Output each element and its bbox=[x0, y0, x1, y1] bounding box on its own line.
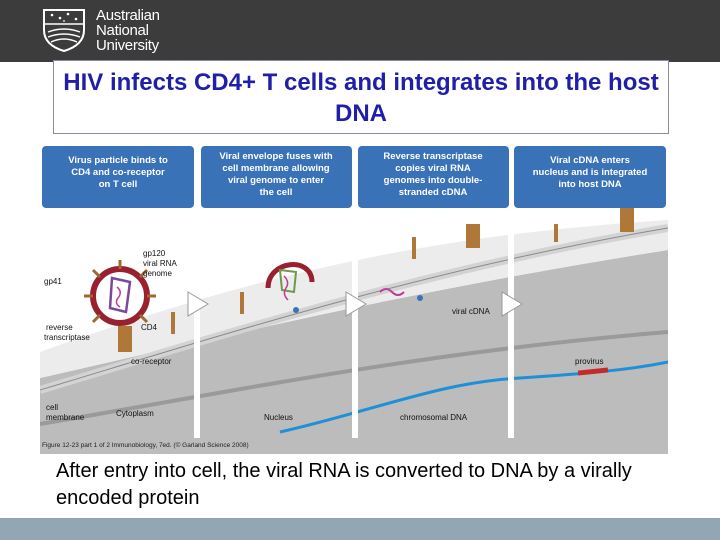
university-name-line-2: National bbox=[96, 22, 149, 39]
chromosomal-dna-label: chromosomal DNA bbox=[400, 413, 468, 422]
co-receptor-icon bbox=[118, 326, 132, 352]
panel-3-line-3: genomes into double- bbox=[384, 175, 483, 186]
hiv-virus-particle-icon bbox=[84, 260, 156, 326]
nucleus-label: Nucleus bbox=[264, 413, 293, 422]
cytoplasm-label: Cytoplasm bbox=[116, 409, 154, 418]
panel-2-line-1: Viral envelope fuses with bbox=[219, 151, 333, 162]
panel-2-line-4: the cell bbox=[260, 187, 293, 198]
university-name-line-1: Australian bbox=[96, 7, 160, 24]
university-name-line-3: University bbox=[96, 37, 159, 54]
cell-membrane-line bbox=[40, 227, 668, 391]
slide-caption: After entry into cell, the viral RNA is … bbox=[56, 460, 632, 509]
panel-divider-1 bbox=[187, 210, 209, 438]
provirus-segment bbox=[577, 367, 609, 376]
panel-header-4 bbox=[514, 146, 666, 208]
header-bar: Australian National University bbox=[0, 0, 720, 62]
panel-3-line-4: stranded cDNA bbox=[399, 187, 468, 198]
title-box: HIV infects CD4+ T cells and integrates … bbox=[53, 60, 669, 134]
co-receptor-label: co-receptor bbox=[131, 357, 172, 366]
panel-divider-2 bbox=[345, 210, 367, 438]
panel-2-line-3: viral genome to enter bbox=[228, 175, 324, 186]
cd4-receptor-icon bbox=[171, 312, 175, 334]
panel-3-line-1: Reverse transcriptase bbox=[383, 151, 482, 162]
panel-1-line-1: Virus particle binds to bbox=[68, 155, 168, 166]
footer-bar bbox=[0, 518, 720, 540]
panel-header-1 bbox=[42, 146, 194, 208]
panel-divider-3 bbox=[501, 210, 523, 438]
panel-4-line-1: Viral cDNA enters bbox=[550, 155, 630, 166]
gp120-label: gp120 bbox=[143, 249, 166, 258]
nuclear-membrane bbox=[40, 330, 668, 426]
panel-2-line-2: cell membrane allowing bbox=[222, 163, 329, 174]
figure-caption: Figure 12-23 part 1 of 2 Immunobiology, … bbox=[42, 441, 249, 449]
panel-1-line-2: CD4 and co-receptor bbox=[71, 167, 165, 178]
panel-4-line-2: nucleus and is integrated bbox=[533, 167, 648, 178]
slide-title: HIV infects CD4+ T cells and integrates … bbox=[63, 69, 659, 127]
panel-1-line-3: on T cell bbox=[99, 179, 138, 190]
gp41-label: gp41 bbox=[44, 277, 62, 286]
panel-4-line-3: into host DNA bbox=[558, 179, 621, 190]
viral-cdna-label: viral cDNA bbox=[452, 307, 490, 316]
cd4-label: CD4 bbox=[141, 323, 158, 332]
cdna-synthesis-icon bbox=[379, 224, 480, 301]
provirus-label: provirus bbox=[575, 357, 603, 366]
panel-header-3 bbox=[358, 146, 509, 208]
panel-header-2 bbox=[201, 146, 352, 208]
host-cell-receptors-icon bbox=[554, 208, 634, 242]
anu-crest-icon bbox=[43, 9, 85, 52]
fusing-virus-icon bbox=[240, 262, 315, 314]
panel-3-line-2: copies viral RNA bbox=[395, 163, 471, 174]
